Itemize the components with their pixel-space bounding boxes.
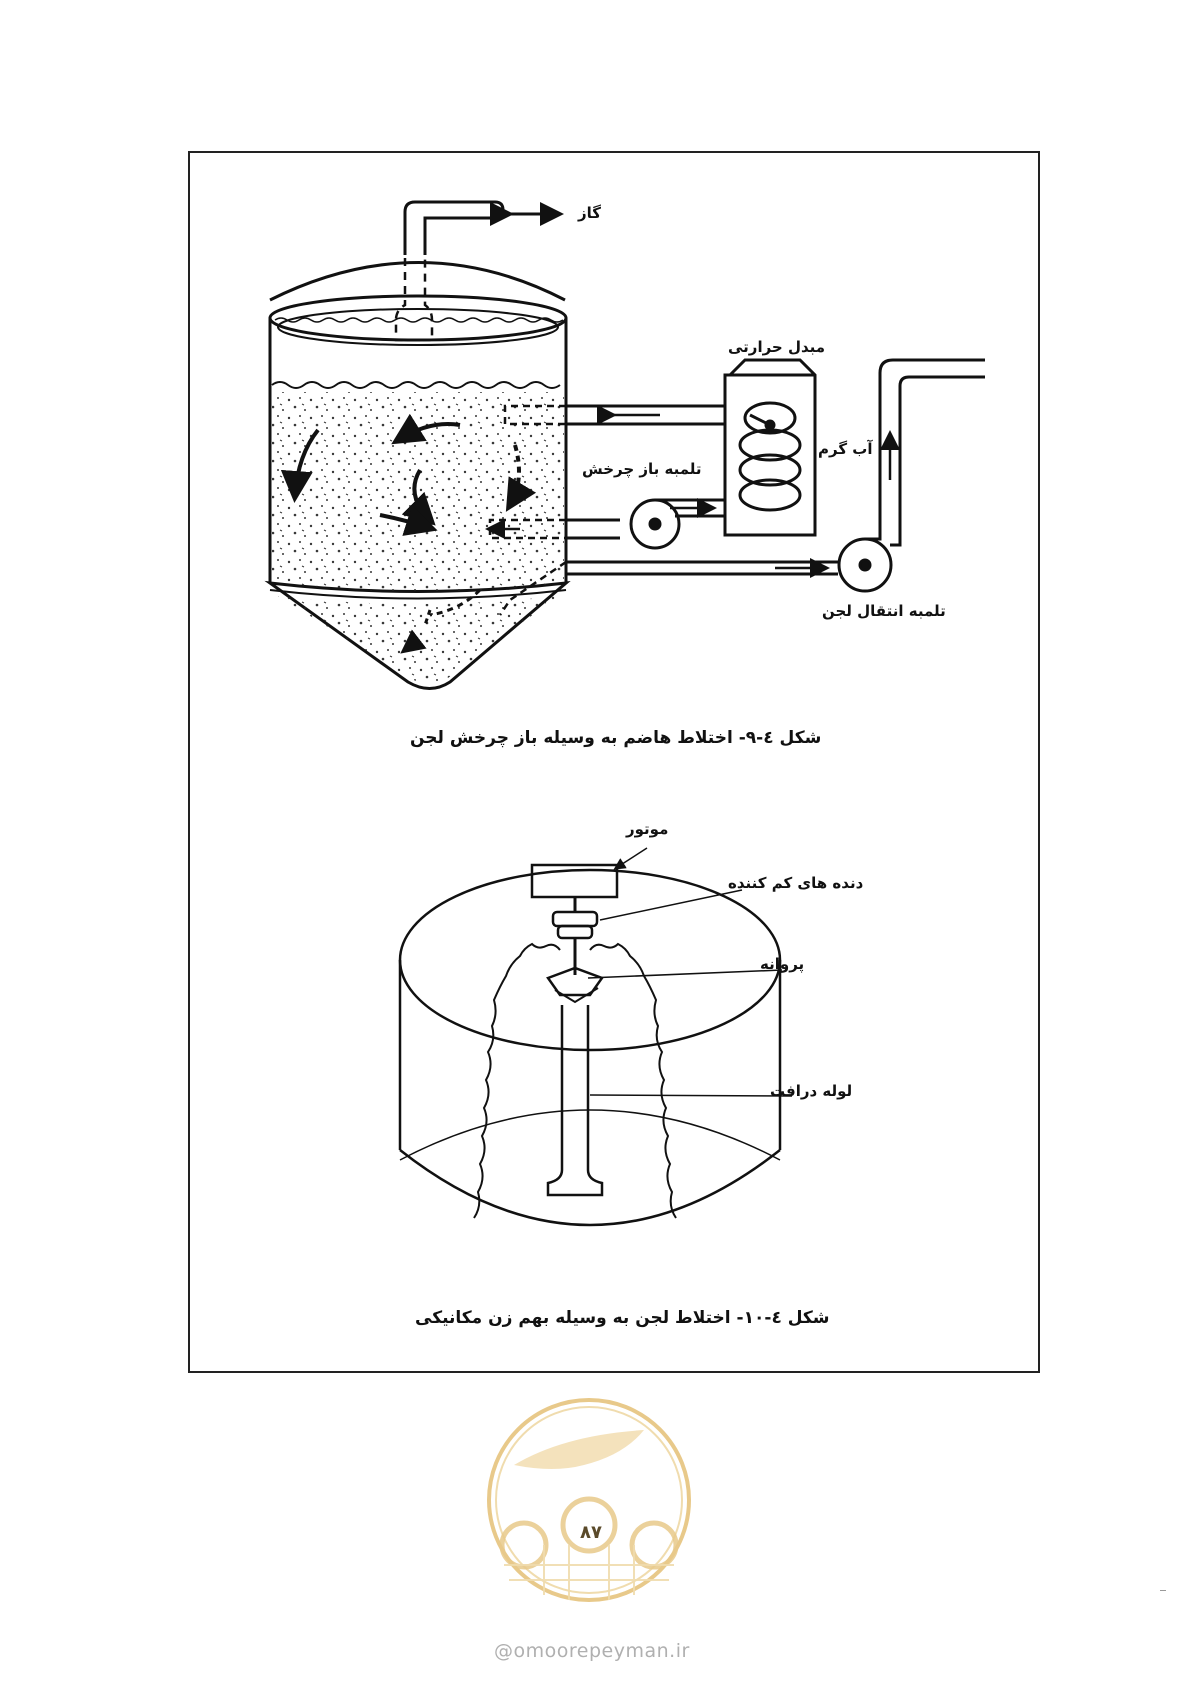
mechanical-mixer-diagram [398,847,793,1227]
draft-tube-label: لوله درافت [770,1082,853,1100]
motor-label: موتور [626,820,669,838]
page-number: ٨٧ [580,1522,602,1543]
recirculation-pump-label: تلمبه باز چرخش [582,460,702,478]
digester-dome [269,261,566,302]
reduction-gearbox [551,910,599,928]
gas-collector-dashed [394,258,434,342]
circulation-arrows [280,413,537,654]
reduction-gears-label: دنده های کم کننده [728,874,864,892]
sludge-surface [271,381,561,389]
tank-bottom [399,1149,781,1227]
sludge-transfer-pump-label: تلمبه انتقال لجن [822,602,946,620]
recirculation-piping [485,358,985,616]
gas-label: گاز [578,204,601,222]
figure2-caption: شکل ٤-١٠- اختلاط لجن به وسیله بهم زن مکا… [415,1308,830,1328]
draft-tube [546,1005,604,1197]
hot-water-label: آب گرم [818,440,873,458]
gas-pipe [403,200,505,255]
digester-cone [264,580,571,690]
edge-mark [1160,1590,1166,1591]
figure-frame [188,151,1040,1373]
propeller-label: پروانه [760,955,805,973]
digester-diagram [264,200,571,690]
website-watermark: @omoorepeyman.ir [494,1640,690,1662]
watermark-logo [487,1398,691,1602]
figure1-caption: شکل ٤-٩- اختلاط هاضم به وسیله باز چرخش ل… [410,728,822,748]
heat-exchanger-label: مبدل حرارتی [728,338,826,356]
heat-exchanger [723,358,817,537]
